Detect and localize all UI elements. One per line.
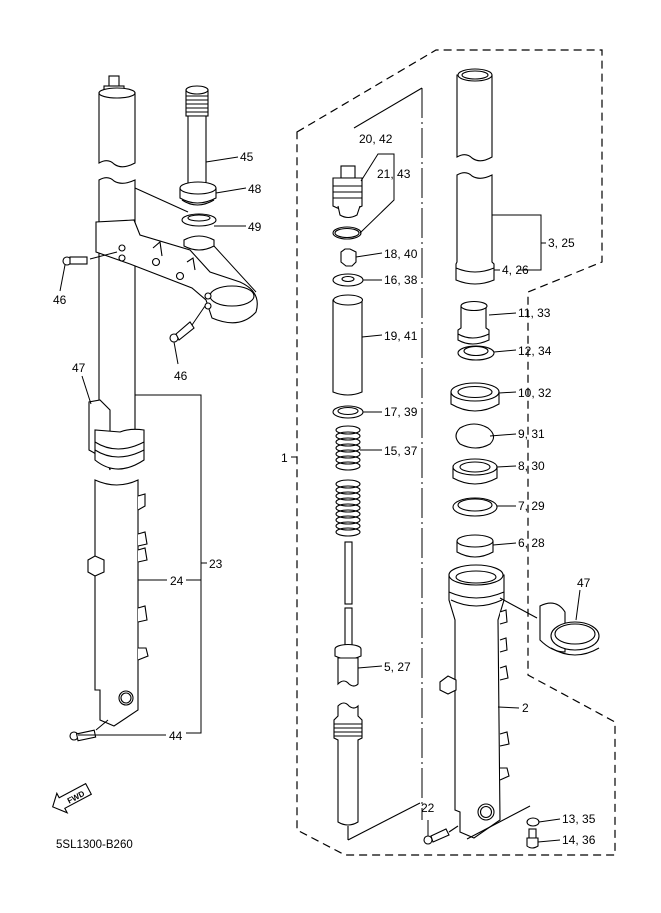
callout-2: 2 xyxy=(522,701,529,715)
fwd-arrow-icon: FWD xyxy=(52,782,93,814)
callout-labels: 45 48 49 46 46 47 23 24 44 1 20, 42 21, … xyxy=(53,132,596,851)
spring-lower xyxy=(335,479,361,537)
fork-guard-47 xyxy=(539,602,600,656)
callout-12-34: 12, 34 xyxy=(518,344,552,358)
callout-18-40: 18, 40 xyxy=(384,247,418,261)
callout-19-41: 19, 41 xyxy=(384,329,418,343)
bolt-46-lower xyxy=(169,305,206,343)
subassembly-boundary xyxy=(296,49,616,856)
callout-47-left: 47 xyxy=(72,361,86,375)
callout-8-30: 8, 30 xyxy=(518,459,545,473)
callout-14-36: 14, 36 xyxy=(562,833,596,847)
callout-23: 23 xyxy=(209,557,223,571)
callout-9-31: 9, 31 xyxy=(518,427,545,441)
bolt-46-upper xyxy=(62,251,118,266)
callout-17-39: 17, 39 xyxy=(384,405,418,419)
callout-5-27: 5, 27 xyxy=(384,660,411,674)
callout-21-43: 21, 43 xyxy=(377,167,411,181)
right-column xyxy=(423,68,600,849)
callout-49: 49 xyxy=(248,220,262,234)
callout-46-lower: 46 xyxy=(174,369,188,383)
callout-48: 48 xyxy=(248,182,262,196)
bolt-22 xyxy=(423,825,459,845)
callout-7-29: 7, 29 xyxy=(518,499,545,513)
callout-46-upper: 46 xyxy=(53,293,67,307)
middle-leaders xyxy=(291,153,429,836)
callout-45: 45 xyxy=(240,150,254,164)
assembled-fork xyxy=(62,75,258,742)
spring-upper xyxy=(335,425,361,471)
damper-column xyxy=(332,87,423,841)
diagram-code: 5SL1300-B260 xyxy=(56,839,133,851)
callout-3-25: 3, 25 xyxy=(548,236,575,250)
callout-11-33: 11, 33 xyxy=(518,306,551,320)
callout-47-right: 47 xyxy=(577,576,591,590)
callout-10-32: 10, 32 xyxy=(518,386,552,400)
left-leaders xyxy=(59,156,247,736)
callout-20-42: 20, 42 xyxy=(359,132,393,146)
callout-4-26: 4, 26 xyxy=(502,263,529,277)
right-leaders xyxy=(488,214,581,843)
callout-1: 1 xyxy=(281,451,288,465)
callout-6-28: 6, 28 xyxy=(518,536,545,550)
callout-15-37: 15, 37 xyxy=(384,444,418,458)
callout-16-38: 16, 38 xyxy=(384,273,418,287)
callout-24: 24 xyxy=(170,574,184,588)
callout-44: 44 xyxy=(169,729,183,743)
callout-13-35: 13, 35 xyxy=(562,812,596,826)
bolt-44 xyxy=(69,719,109,742)
callout-22: 22 xyxy=(421,801,435,815)
